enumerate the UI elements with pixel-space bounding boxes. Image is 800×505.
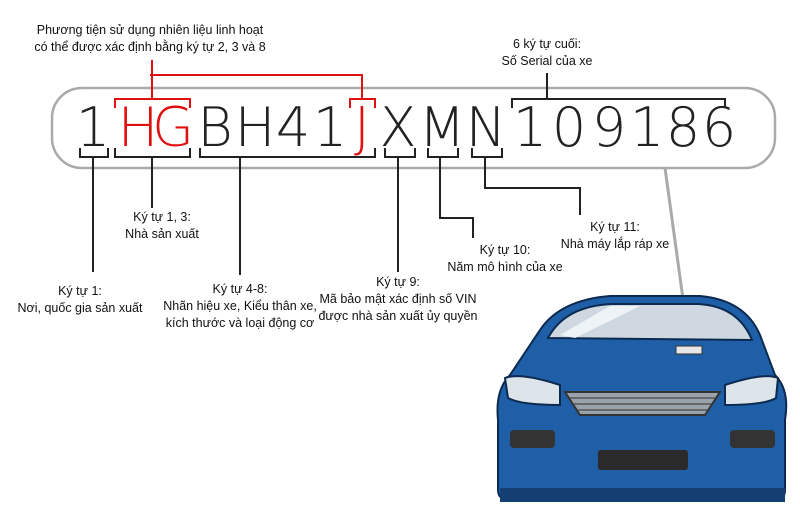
serial-note: 6 ký tự cuối: Số Serial của xe [501,36,592,70]
char10-note: Ký tự 10: Năm mô hình của xe [447,242,562,276]
label-line: có thể được xác định bằng ký tự 2, 3 và … [34,40,266,54]
vin-character: M [418,96,466,159]
vin-character: X [379,96,417,159]
label-line: Nhãn hiệu xe, Kiểu thân xe, [163,299,317,313]
label-line: Ký tự 4-8: [212,282,268,296]
label-line: 6 ký tự cuối: [512,37,582,51]
car-illustration [496,295,788,502]
vin-character: 8 [665,96,701,159]
char4-8-note: Ký tự 4-8: Nhãn hiệu xe, Kiểu thân xe, k… [163,281,317,332]
label-line: Ký tự 9: [376,275,420,289]
label-line: Năm mô hình của xe [447,260,563,274]
label-line: Ký tự 10: [479,243,531,257]
vin-character: 1 [312,96,348,159]
vin-character: 4 [275,96,311,159]
vin-character: B [197,96,233,159]
vin-plate-box [50,86,777,170]
label-line: được nhà sản xuất ủy quyền [318,309,478,323]
char11-note: Ký tự 11: Nhà máy lắp ráp xe [561,219,669,253]
label-line: Nhà sản xuất [125,227,199,241]
label-line: Nhà máy lắp ráp xe [560,237,670,251]
label-line: Mã bảo mật xác định số VIN [319,292,477,306]
label-line: Nơi, quốc gia sản xuất [17,301,143,315]
vin-character: 1 [629,96,665,159]
label-line: Ký tự 11: [590,220,640,234]
vin-character: 9 [591,96,627,159]
label-line: kích thước và loại động cơ [165,316,315,330]
red-brackets [114,60,376,108]
label-line: Ký tự 1: [58,284,102,298]
vin-character: J [354,96,370,159]
label-line: Số Serial của xe [501,54,593,68]
flex-fuel-note: Phương tiện sử dụng nhiên liệu linh hoạt… [34,22,265,56]
vin-character: N [465,96,507,159]
vin-character: G [152,96,194,159]
label-line: Phương tiện sử dụng nhiên liệu linh hoạt [36,23,264,37]
label-line: Ký tự 1, 3: [133,210,191,224]
char1-note: Ký tự 1: Nơi, quốc gia sản xuất [18,283,143,317]
vin-character: 6 [701,96,737,159]
vin-character: 1 [512,96,548,159]
char9-note: Ký tự 9: Mã bảo mật xác định số VIN được… [318,274,477,325]
char1-3-note: Ký tự 1, 3: Nhà sản xuất [125,209,199,243]
vin-character: H [234,96,276,159]
vin-character: 1 [75,96,111,159]
bottom-brackets [79,73,726,275]
vin-character: 0 [551,96,587,159]
vin-character: H [117,96,159,159]
